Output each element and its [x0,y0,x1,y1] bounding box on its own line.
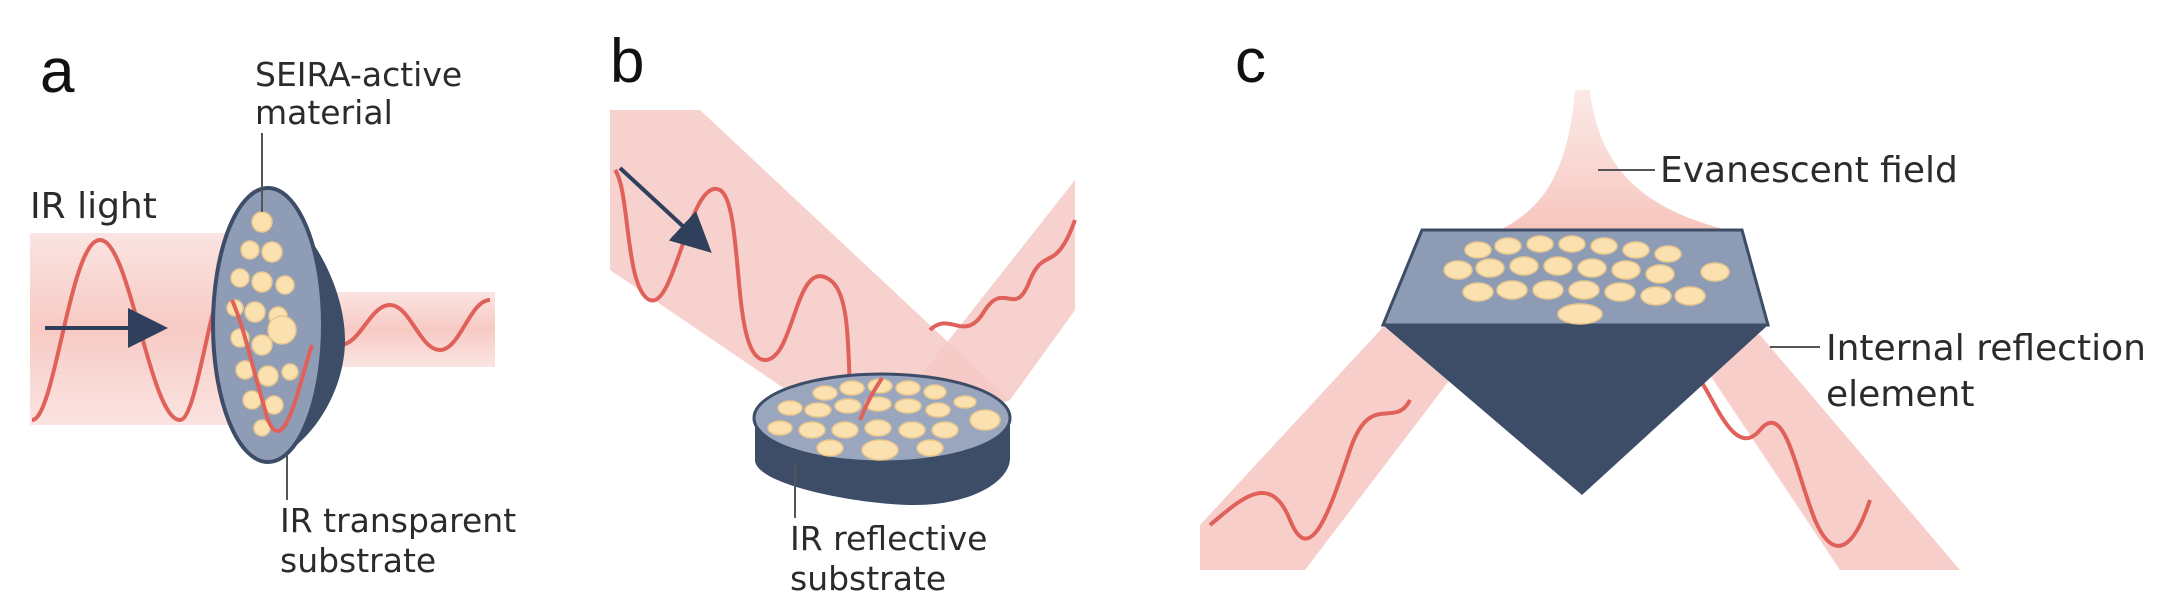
incoming-beam-c [1200,325,1480,570]
seira-particles-a [226,211,299,437]
panel-b: b [610,27,1077,598]
outgoing-beam [330,292,495,367]
outgoing-wave-c [1698,378,1872,548]
label-ir-light: IR light [30,186,157,227]
outgoing-wave [339,298,491,353]
evanescent-field [1495,90,1735,232]
incoming-wave-c [1208,399,1412,541]
panel-a-letter: a [40,37,75,106]
incoming-wave-b [613,168,861,422]
label-transparent-substrate-2: substrate [280,541,436,580]
wave-contact-b [858,376,884,421]
label-evanescent-field: Evanescent field [1660,150,1958,191]
seira-particles-b [767,378,1001,461]
transparent-substrate-side [250,190,345,460]
label-reflective-substrate-1: IR reflective [790,519,987,558]
panel-c-letter: c [1235,27,1266,96]
label-reflective-substrate-2: substrate [790,559,946,598]
outgoing-beam-c [1680,330,1960,570]
label-internal-reflection-2: element [1826,374,1974,415]
label-seira-material-2: material [255,93,393,132]
panel-a: a [30,37,516,580]
internal-reflection-element [1383,325,1768,495]
panel-b-letter: b [610,27,644,96]
panel-c: c [1200,27,2146,570]
seira-particles-c [1443,235,1730,325]
label-seira-material-1: SEIRA-active [255,55,462,94]
label-transparent-substrate-1: IR transparent [280,501,516,540]
outgoing-wave-b [928,219,1077,332]
direction-arrow-b [618,166,712,253]
wave-through-substrate [230,299,314,433]
label-internal-reflection-1: Internal reflection [1826,328,2146,369]
